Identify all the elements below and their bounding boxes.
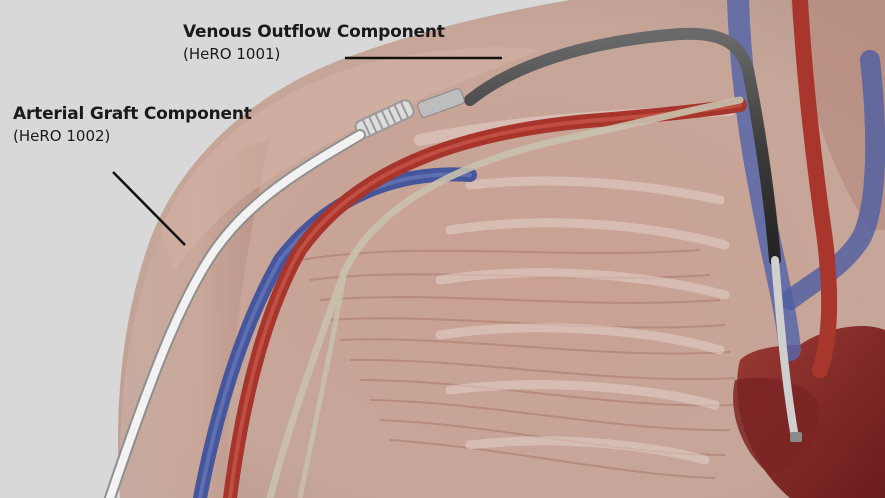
ribs	[435, 176, 730, 465]
deltoid	[160, 47, 540, 271]
venous-outflow-label: Venous Outflow Component (HeRO 1001)	[183, 21, 445, 65]
venous-outflow-code: (HeRO 1001)	[183, 45, 281, 63]
pectoral-muscle	[299, 249, 736, 479]
right-atrium	[733, 377, 820, 475]
arterial-graft-label: Arterial Graft Component (HeRO 1002)	[13, 103, 252, 147]
cephalic-vein-highlight	[198, 172, 472, 498]
brachial-plexus	[266, 96, 744, 498]
carotid-artery	[792, 0, 838, 378]
venous-outflow-name: Venous Outflow Component	[183, 22, 445, 42]
venous-outflow-catheter	[464, 27, 781, 266]
subclavian-junction-vein	[780, 50, 885, 310]
arterial-graft-name: Arterial Graft Component	[13, 104, 252, 124]
catheter-intravascular	[771, 256, 799, 442]
arterial-graft-inner	[106, 131, 364, 498]
graft-connector	[354, 88, 465, 139]
arterial-graft-code: (HeRO 1002)	[13, 127, 111, 145]
catheter-tip	[790, 432, 802, 442]
arterial-leader-line	[112, 171, 186, 246]
nerve-branch	[297, 269, 348, 498]
